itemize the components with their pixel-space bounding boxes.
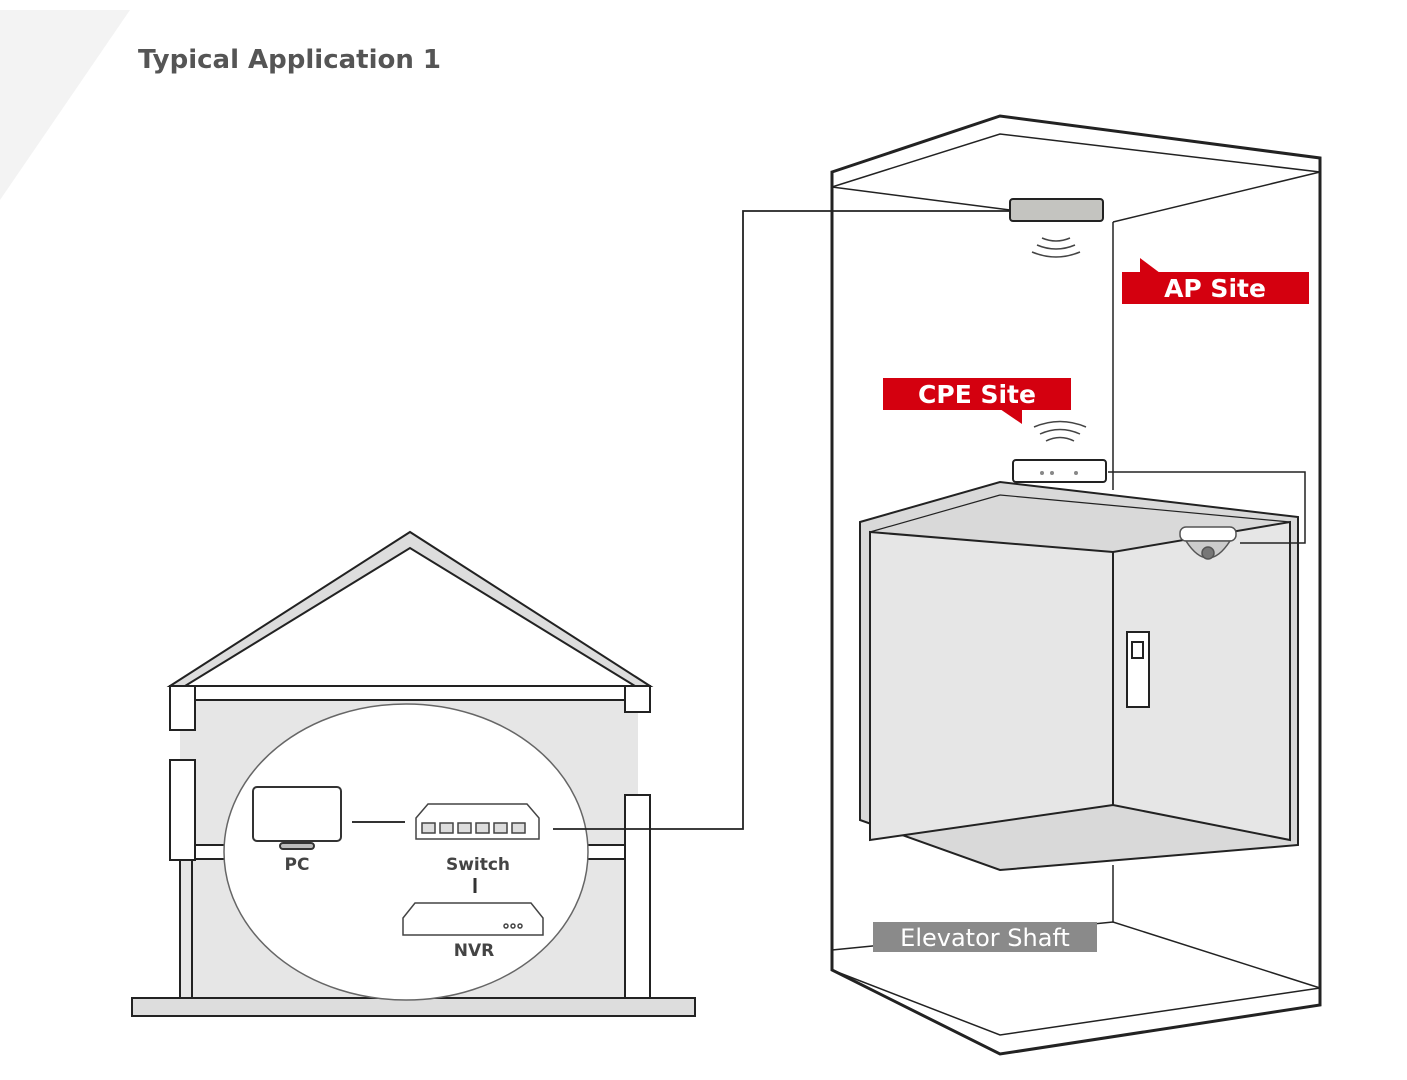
- pc-icon: [252, 786, 342, 850]
- ap-site-callout: AP Site: [1122, 258, 1309, 304]
- cpe-camera-cable: [1108, 471, 1306, 544]
- elevator-shaft: [830, 114, 1322, 1056]
- elevator-shaft-callout: Elevator Shaft: [873, 922, 1097, 952]
- cpe-device-icon: [1012, 420, 1107, 483]
- ap-device-icon: [1009, 198, 1104, 258]
- switch-label: Switch: [446, 855, 510, 875]
- dome-camera-icon: [1179, 526, 1237, 560]
- decorative-swoosh: [0, 10, 130, 200]
- cpe-site-callout: CPE Site: [883, 378, 1071, 424]
- network-cable: [553, 210, 1010, 830]
- elevator-car: [859, 480, 1299, 872]
- page-title: Typical Application 1: [138, 45, 441, 75]
- cpe-site-label: CPE Site: [918, 380, 1036, 409]
- nvr-label: NVR: [454, 941, 494, 961]
- ap-site-label: AP Site: [1164, 274, 1266, 303]
- elevator-shaft-label: Elevator Shaft: [900, 924, 1070, 952]
- nvr-icon: [402, 902, 544, 936]
- house: [131, 530, 696, 1017]
- switch-icon: [415, 803, 540, 840]
- pc-label: PC: [285, 855, 310, 875]
